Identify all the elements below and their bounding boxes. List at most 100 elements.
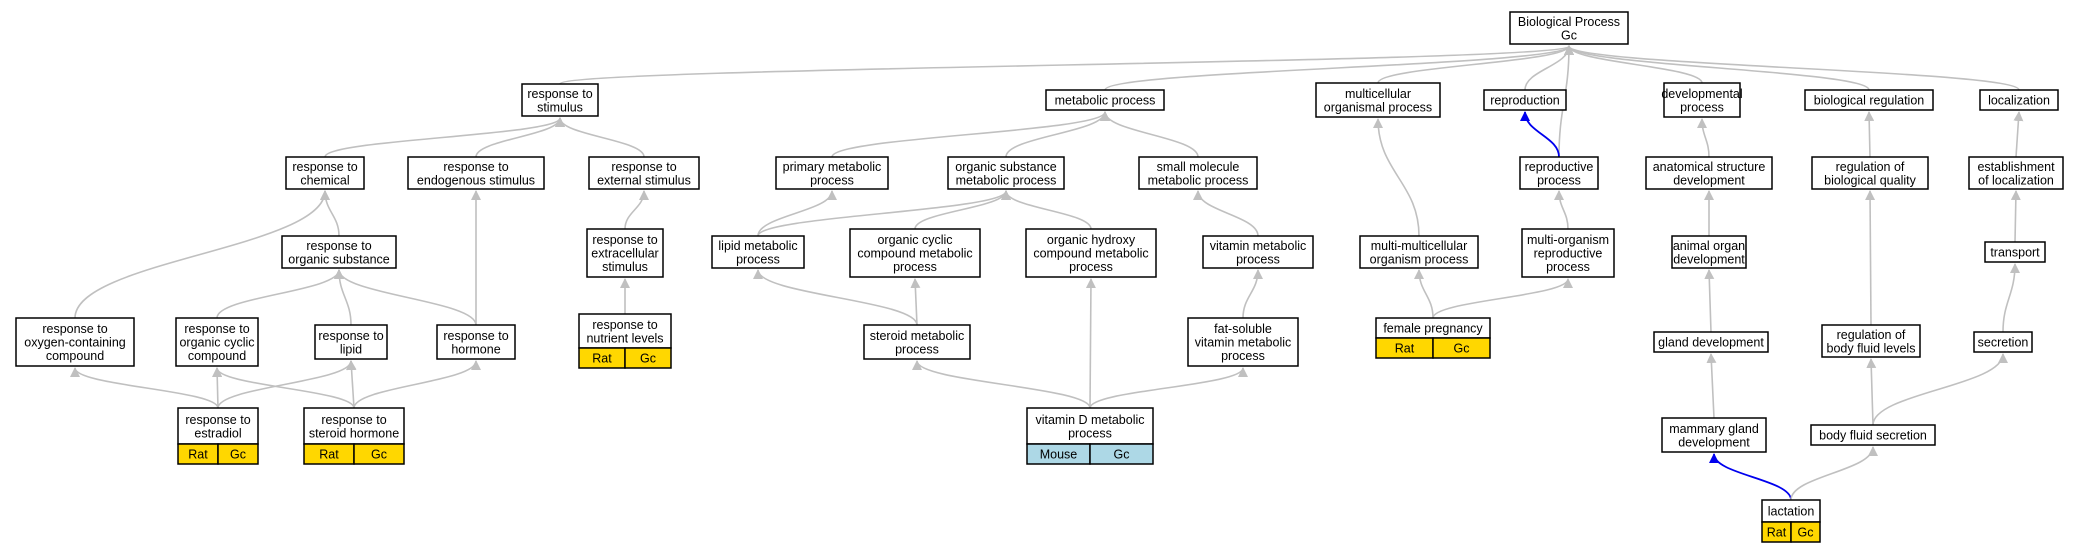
edge-lactation-to-body_fluid_sec	[1790, 446, 1878, 501]
go-term-node-transport[interactable]: transport	[1984, 241, 2046, 263]
node-label-line: process	[810, 173, 854, 187]
node-label-line: response to	[611, 160, 676, 174]
annotation-cell-gc	[1790, 521, 1821, 543]
node-label-line: metabolic process	[956, 173, 1057, 187]
node-label-line: developmental	[1661, 87, 1742, 101]
node-label-line: lactation	[1768, 505, 1815, 519]
go-term-node-local[interactable]: localization	[1979, 89, 2059, 111]
annotation-cell-gc	[353, 443, 405, 465]
node-label-line: response to	[306, 239, 371, 253]
node-label-line: establishment	[1977, 160, 2055, 174]
node-label-line: anatomical structure	[1653, 160, 1766, 174]
node-label-line: response to	[185, 413, 250, 427]
edge-vitd_met-to-org_hyd_met	[1085, 278, 1096, 409]
edge-resp_chem-to-resp_stim	[324, 117, 565, 158]
edge-prim_met-to-metab	[831, 111, 1110, 158]
go-term-node-body_fluid_sec[interactable]: body fluid secretion	[1810, 424, 1936, 446]
node-label-line: development	[1673, 252, 1745, 266]
node-box	[1810, 424, 1936, 446]
node-label-line: multicellular	[1345, 87, 1411, 101]
annotation-cell-gc	[624, 347, 672, 369]
edge-secretion-to-transport	[2002, 263, 2020, 333]
go-term-node-bioreg[interactable]: biological regulation	[1804, 89, 1934, 111]
edge-resp_orgcyc-to-resp_orgsub	[216, 269, 344, 319]
node-label-line: fat-soluble	[1214, 322, 1272, 336]
annotation-label: Gc	[1454, 342, 1470, 356]
node-label-line: endogenous stimulus	[417, 173, 535, 187]
node-label-line: response to	[321, 413, 386, 427]
go-term-node-gland_dev[interactable]: gland development	[1653, 331, 1769, 353]
node-box	[1483, 89, 1567, 111]
node-label-line: organic cyclic	[877, 233, 952, 247]
edge-reg_bodyfluid-to-reg_bioqual	[1865, 190, 1876, 326]
edge-resp_extracell-to-resp_ext	[624, 190, 649, 230]
annotation-label: Rat	[1767, 526, 1787, 540]
node-box	[1671, 235, 1747, 269]
node-label-line: metabolic process	[1148, 173, 1249, 187]
node-label-line: regulation of	[1837, 328, 1906, 342]
go-term-node-metab[interactable]: metabolic process	[1045, 89, 1165, 111]
node-box	[281, 235, 397, 269]
node-box	[1138, 156, 1258, 190]
node-label-line: biological quality	[1824, 173, 1916, 187]
node-box	[1663, 82, 1741, 118]
node-box	[407, 156, 545, 190]
go-term-node-secretion[interactable]: secretion	[1973, 331, 2033, 353]
node-box	[1359, 235, 1479, 269]
node-label-line: reproductive	[1525, 160, 1594, 174]
node-box	[947, 156, 1065, 190]
edge-repro_proc-to-repro	[1520, 111, 1560, 158]
node-label-line: organism process	[1370, 252, 1469, 266]
node-label-line: reproduction	[1490, 94, 1560, 108]
node-box	[1045, 89, 1165, 111]
edge-resp_ext-to-resp_stim	[555, 117, 645, 158]
node-label-line: process	[1221, 349, 1265, 363]
annotation-cell-gc	[217, 443, 259, 465]
node-box	[1202, 235, 1314, 269]
go-term-node-repro[interactable]: reproduction	[1483, 89, 1567, 111]
node-label-line: compound metabolic	[1033, 247, 1148, 261]
edge-steroid_met-to-org_cyc_met	[910, 278, 921, 326]
node-box	[1973, 331, 2033, 353]
node-label-line: response to	[318, 329, 383, 343]
node-box	[1984, 241, 2046, 263]
